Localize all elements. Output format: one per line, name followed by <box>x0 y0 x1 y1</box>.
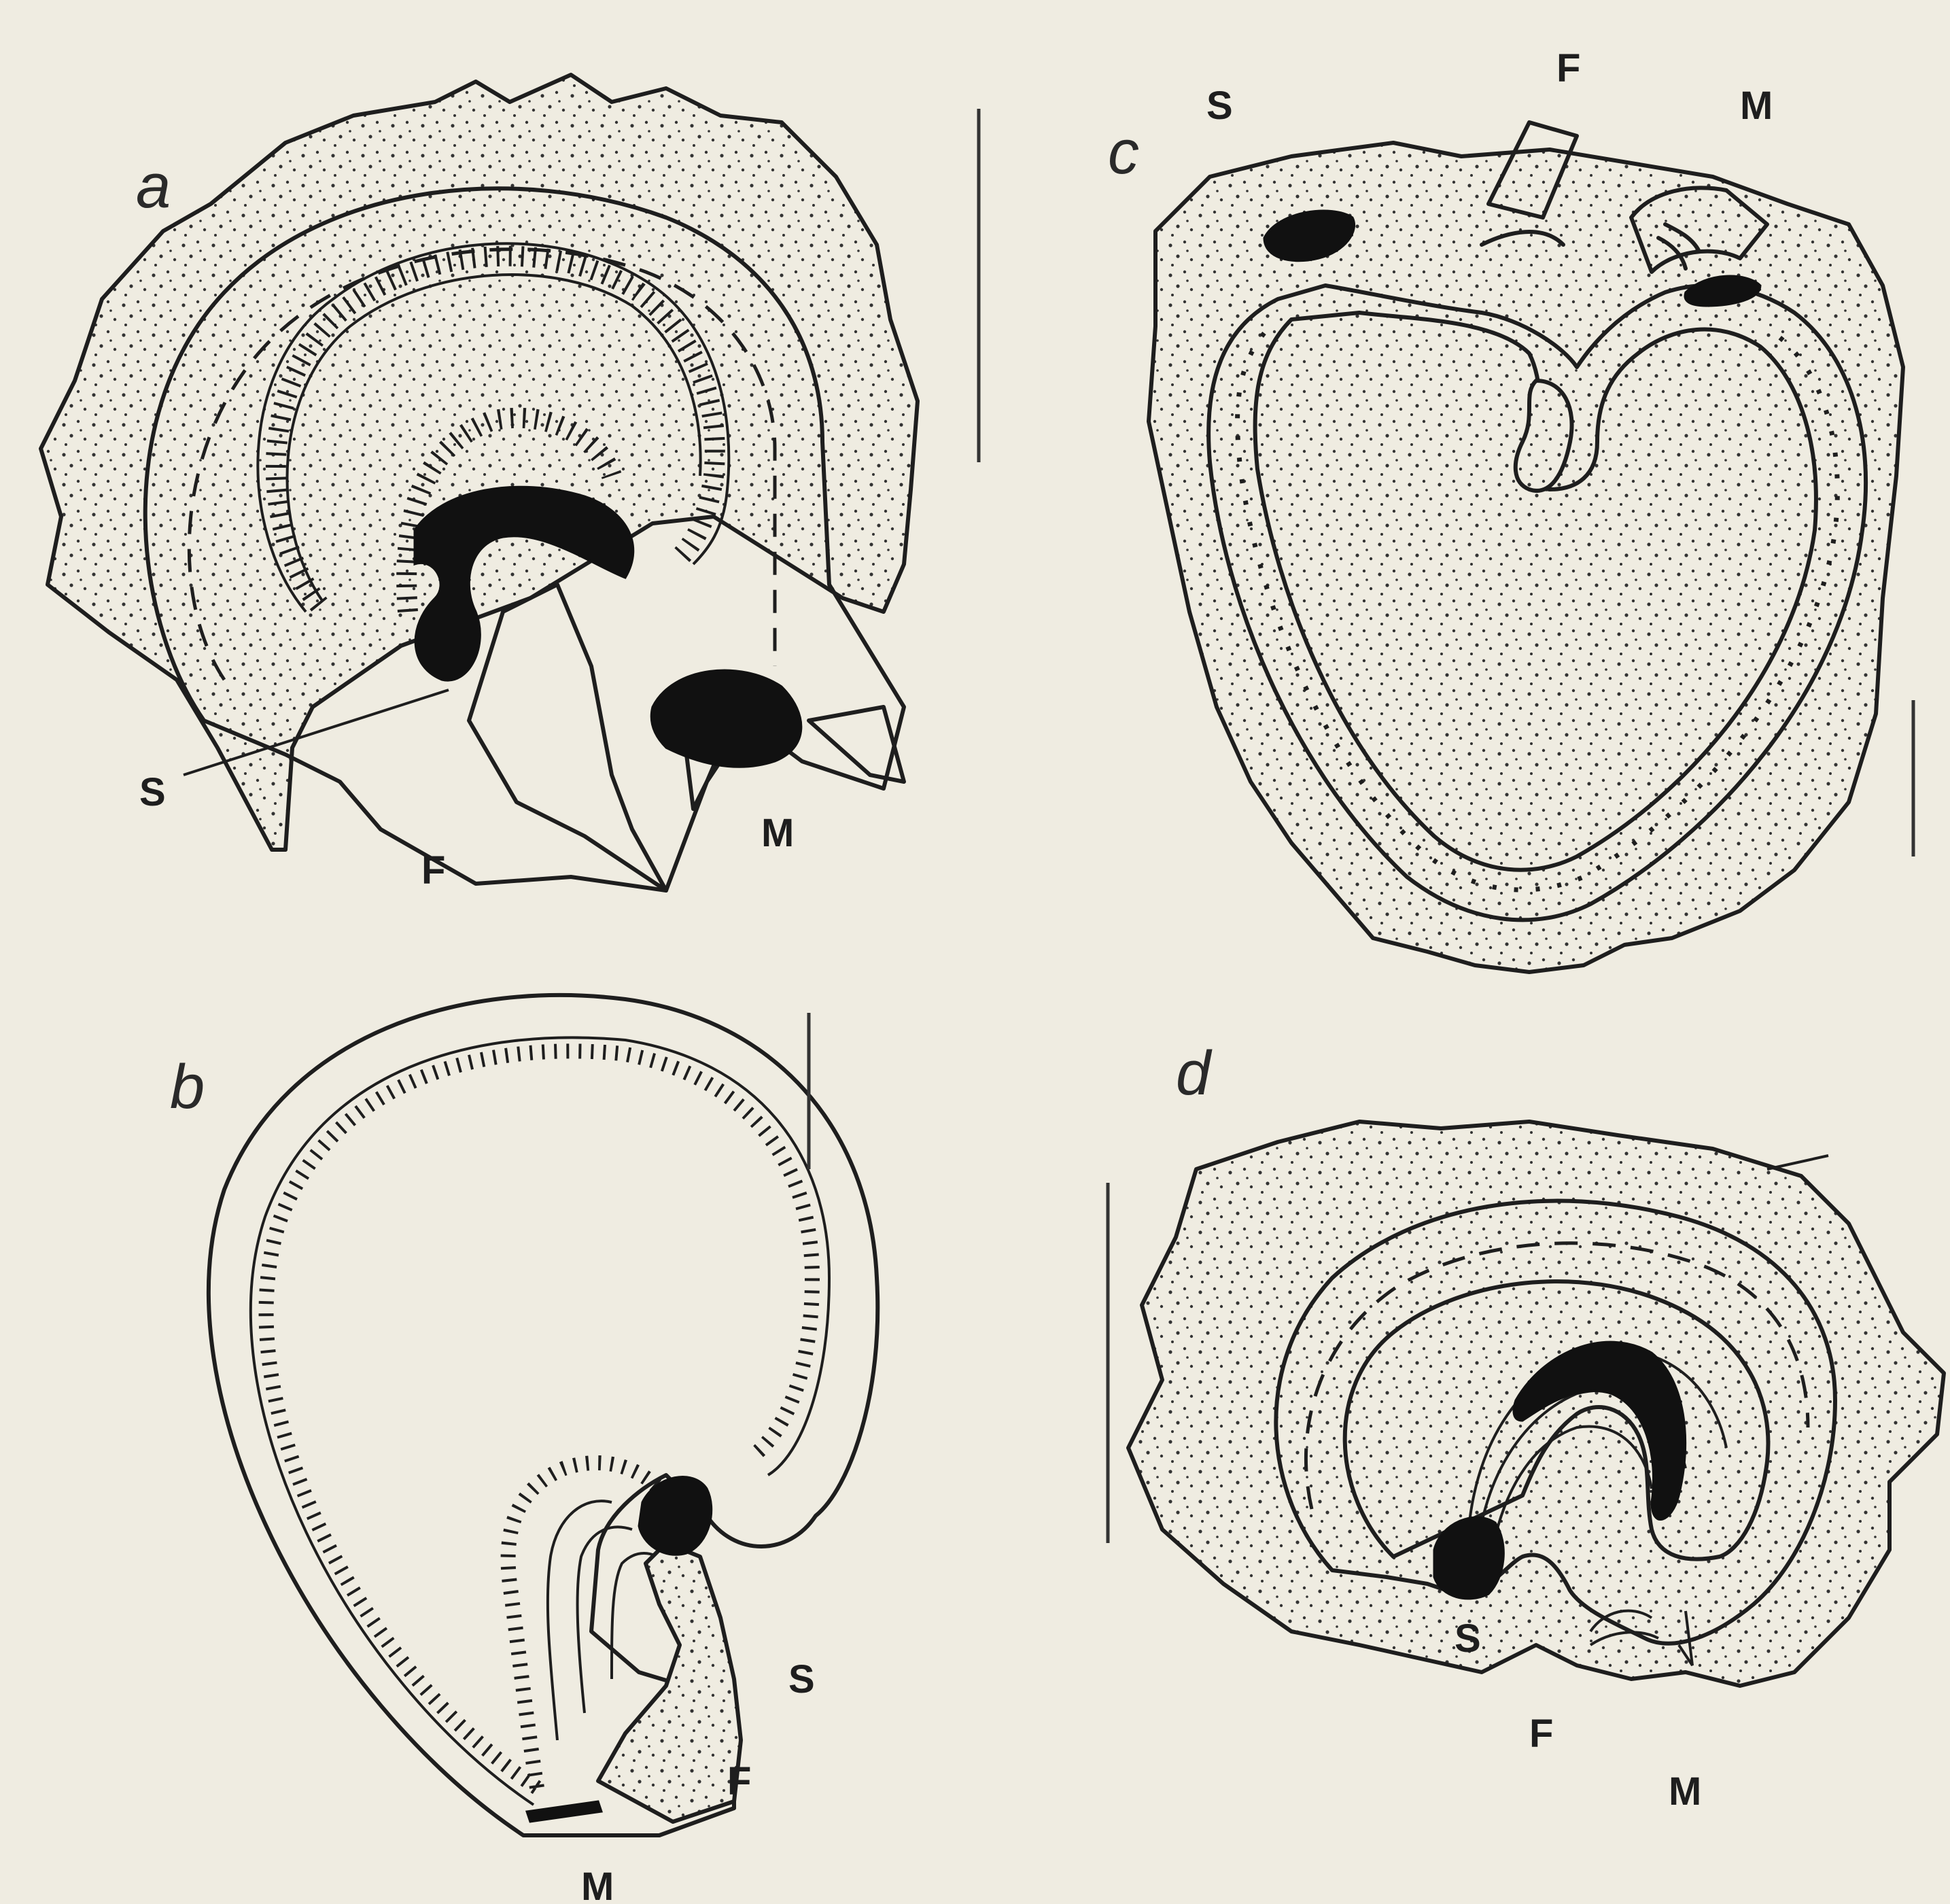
panel-d: d S F M <box>1108 1039 1944 1814</box>
panel-a: a S F M <box>41 75 979 893</box>
panel-b-label-f: F <box>727 1759 751 1803</box>
panel-b-black-scar <box>639 1477 712 1555</box>
panel-b-label-s: S <box>788 1657 815 1701</box>
panel-d-ledge-line <box>1767 1156 1828 1169</box>
panel-b-label-m: M <box>581 1865 614 1904</box>
panel-c-letter: c <box>1108 118 1139 187</box>
panel-a-black-muscle-scar-m <box>651 670 801 767</box>
panel-b-letter: b <box>170 1052 205 1122</box>
panel-c-outer-matrix <box>1149 143 1903 972</box>
panel-d-label-m: M <box>1669 1769 1701 1814</box>
panel-b-base-band <box>527 1801 602 1822</box>
panel-a-label-m: M <box>761 811 794 855</box>
panel-b-inner-wall <box>251 1037 829 1805</box>
panel-a-label-f: F <box>421 848 445 893</box>
panel-b-stippled-fold <box>598 1543 741 1822</box>
panel-b: b S F M <box>170 995 877 1904</box>
panel-a-letter: a <box>136 152 171 221</box>
panel-c-label-s: S <box>1206 84 1233 128</box>
panel-c: c S F M <box>1108 46 1913 972</box>
panel-c-label-f: F <box>1556 46 1580 90</box>
panel-a-label-s: S <box>139 770 166 814</box>
panel-d-letter: d <box>1176 1039 1213 1108</box>
panel-d-label-f: F <box>1529 1712 1553 1756</box>
panel-c-label-m: M <box>1740 84 1773 128</box>
panel-d-label-s: S <box>1455 1616 1481 1661</box>
